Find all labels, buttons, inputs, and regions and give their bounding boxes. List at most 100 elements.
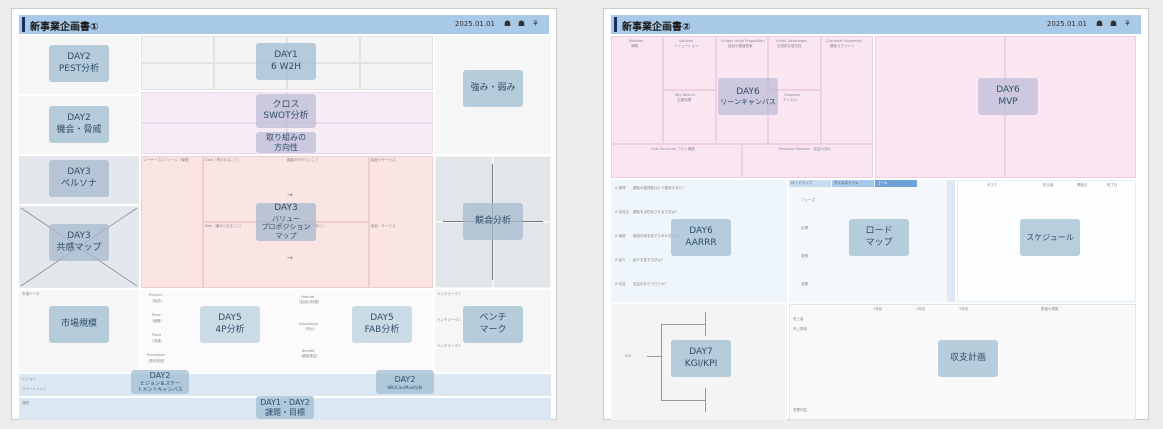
- market-data-label: 市場データ: [22, 292, 40, 296]
- aarrr-label[interactable]: DAY6 AARRR: [671, 219, 731, 256]
- pest-label[interactable]: DAY2 PEST分析: [49, 45, 109, 82]
- lc-unfair-cell: [768, 36, 821, 90]
- opportunity-label[interactable]: DAY2 機会・脅威: [49, 106, 109, 143]
- sheet-1-title: 新事業企画書①: [30, 22, 99, 33]
- fab-feature-label: Feature: [301, 295, 315, 299]
- w2h-name: 6 W2H: [271, 61, 301, 72]
- sheet-2-title: 新事業企画書②: [622, 22, 691, 33]
- lc-revenue-cell: [742, 144, 873, 178]
- mvp-label[interactable]: DAY6 MVP: [978, 78, 1038, 115]
- vision-line2: トメントキャンバス: [137, 387, 183, 393]
- kgi-root-label: KGI: [625, 354, 632, 358]
- schedule-label[interactable]: スケジュール: [1020, 219, 1080, 256]
- vp-task-label: 顧客がやりたいこと: [287, 158, 319, 162]
- lc-unfair-label: Unfair Advantage: [776, 39, 807, 43]
- group-icon[interactable]: ☗: [1109, 19, 1117, 28]
- fab-day: DAY5: [370, 313, 394, 324]
- kgi-name: KGI/KPI: [684, 358, 718, 369]
- lc-uvp-jp-label: 独自の価値提案: [728, 44, 753, 48]
- roadmap-divider: [947, 180, 955, 302]
- group-icon[interactable]: ☗: [517, 19, 525, 28]
- sheet-2-canvas: Problem 課題 Solution ソリューション Unique Value…: [611, 36, 1141, 420]
- schedule-name: スケジュール: [1026, 232, 1074, 242]
- empathy-label[interactable]: DAY3 共感マップ: [49, 224, 109, 261]
- share-icon[interactable]: ⚘: [531, 19, 539, 28]
- people-icon[interactable]: ☗: [1095, 19, 1103, 28]
- cross-swot-label[interactable]: クロス SWOT分析: [256, 94, 316, 128]
- benchmark-line2: マーク: [479, 324, 507, 335]
- fab-benefit-jp-label: （顧客便益）: [299, 354, 320, 358]
- lc-solution-jp-label: ソリューション: [674, 44, 699, 48]
- schedule-start-header: 開始日: [1077, 183, 1088, 187]
- kgi-label[interactable]: DAY7 KGI/KPI: [671, 340, 731, 377]
- fp-promotion-label: Promotion: [147, 353, 165, 357]
- roadmap-row-4: 成果: [801, 282, 808, 286]
- lc-problem-jp-label: 課題: [631, 44, 638, 48]
- kgi-tree-line: [661, 324, 705, 325]
- roadmap-step-1: [789, 180, 831, 187]
- lean-canvas-name: リーンキャンバス: [720, 97, 776, 106]
- goal-label: 課題: [22, 401, 29, 405]
- goals-label[interactable]: DAY1・DAY2 課題・目標: [256, 396, 314, 419]
- w2h-cell: [360, 63, 433, 90]
- share-icon[interactable]: ⚘: [1123, 19, 1131, 28]
- sheet-1-header: 新事業企画書① 2025.01.01 ☗ ☗ ⚘: [19, 15, 549, 34]
- aarrr-r3-label: R 収益: [615, 282, 626, 286]
- lc-segment-label: Customer Segments: [826, 39, 862, 43]
- w2h-label[interactable]: DAY1 6 W2H: [256, 43, 316, 80]
- kgi-tree-line: [705, 312, 706, 336]
- header-accent-bar: [22, 17, 25, 32]
- schedule-task-header: タスク: [987, 183, 998, 187]
- value-prop-day: DAY3: [274, 203, 298, 214]
- revenue-year-1: 1年目: [873, 307, 883, 311]
- fp-place-jp-label: （流通）: [150, 339, 164, 343]
- revenue-label[interactable]: 収支計画: [938, 340, 998, 377]
- lean-canvas-day: DAY6: [736, 86, 760, 97]
- goals-name: 課題・目標: [265, 407, 305, 417]
- will-can-name: Will/Can/Must分析: [387, 384, 423, 390]
- market-label[interactable]: 市場規模: [49, 306, 109, 343]
- lc-unfair-jp-label: 圧倒的な優位性: [777, 44, 802, 48]
- fab-label[interactable]: DAY5 FAB分析: [352, 306, 412, 343]
- kgi-tree-line: [705, 388, 706, 412]
- four-p-name: 4P分析: [215, 324, 245, 335]
- value-prop-label[interactable]: DAY3 バリュー プロポジション マップ: [256, 203, 316, 241]
- lean-canvas-label[interactable]: DAY6 リーンキャンバス: [718, 78, 778, 115]
- fp-price-label: Price: [152, 313, 161, 317]
- four-p-day: DAY5: [218, 313, 242, 324]
- persona-day: DAY3: [67, 167, 91, 178]
- vision-label-box[interactable]: DAY2 ビジョン＆ステー トメントキャンバス: [131, 370, 189, 394]
- four-p-label[interactable]: DAY5 4P分析: [200, 306, 260, 343]
- aarrr-day: DAY6: [689, 226, 713, 237]
- revenue-profit-row: 営業利益: [793, 408, 807, 412]
- vp-pain-label: Pain（痛みとなること）: [205, 224, 244, 228]
- vp-user-label: ユーザープロフィール（課題）: [143, 158, 192, 162]
- fab-feature-jp-label: （製品の特徴）: [297, 300, 322, 304]
- fp-price-jp-label: （価格）: [150, 319, 164, 323]
- revenue-cost-row: 売上原価: [793, 327, 807, 331]
- w2h-cell: [141, 63, 214, 90]
- lc-metrics-cell: [663, 90, 716, 144]
- lc-cost-label: Cost Structure コスト構造: [651, 147, 695, 151]
- sheet-2-header: 新事業企画書② 2025.01.01 ☗ ☗ ⚘: [611, 15, 1141, 34]
- benchmark-label[interactable]: ベンチ マーク: [463, 306, 523, 343]
- competitor-label[interactable]: 競合分析: [463, 203, 523, 240]
- kgi-tree-line: [647, 356, 661, 357]
- persona-label[interactable]: DAY3 ペルソナ: [49, 160, 109, 197]
- lc-solution-label: Solution: [679, 39, 694, 43]
- lc-revenue-label: Revenue Streams 収益の流れ: [779, 147, 831, 151]
- vision-band: [19, 374, 551, 396]
- direction-line1: 取り組みの: [266, 132, 306, 142]
- roadmap-label[interactable]: ロード マップ: [849, 219, 909, 256]
- direction-label[interactable]: 取り組みの 方向性: [256, 132, 316, 153]
- vision-line1: ビジョン＆ステー: [139, 380, 180, 387]
- benchmark-3-label: ベンチマーク3: [437, 344, 461, 348]
- will-can-label[interactable]: DAY2 Will/Can/Must分析: [376, 370, 434, 394]
- fp-product-label: Product: [149, 293, 163, 297]
- revenue-year-3: 3年目: [959, 307, 969, 311]
- value-prop-line1: バリュー: [272, 214, 300, 223]
- aarrr-a1-label: A 獲得: [615, 186, 626, 190]
- people-icon[interactable]: ☗: [503, 19, 511, 28]
- strength-label[interactable]: 強み・弱み: [463, 70, 523, 107]
- w2h-day: DAY1: [274, 50, 298, 61]
